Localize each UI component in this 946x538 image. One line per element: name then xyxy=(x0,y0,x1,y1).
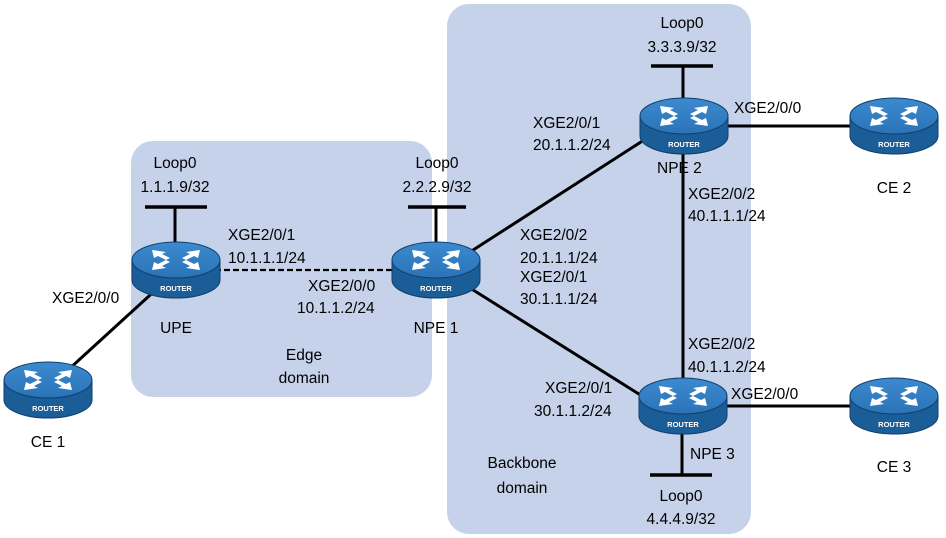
ip-npe3-npe2: 40.1.1.2/24 xyxy=(688,359,766,376)
backbone-domain-area xyxy=(447,4,751,534)
device-label-ce3: CE 3 xyxy=(876,459,912,476)
router-npe3[interactable]: ROUTER xyxy=(637,372,729,440)
loop-name-npe3: Loop0 xyxy=(659,488,703,505)
router-icon: ROUTER xyxy=(639,97,729,155)
link-npe1-npe3 xyxy=(469,286,643,398)
router-badge-text: ROUTER xyxy=(667,420,699,429)
router-ce1[interactable]: ROUTER xyxy=(2,356,94,424)
loop-ip-npe3: 4.4.4.9/32 xyxy=(646,511,716,528)
if-npe2-ce2: XGE2/0/0 xyxy=(734,100,802,117)
link-npe1-npe2 xyxy=(469,138,645,254)
if-npe3-ce3: XGE2/0/0 xyxy=(731,386,799,403)
backbone-domain-label-2: domain xyxy=(496,480,548,497)
ip-npe1-npe2: 20.1.1.1/24 xyxy=(520,250,598,267)
router-badge-text: ROUTER xyxy=(32,404,64,413)
ip-npe2-npe1: 20.1.1.2/24 xyxy=(533,137,611,154)
ip-npe2-npe3: 40.1.1.1/24 xyxy=(688,208,766,225)
router-badge-text: ROUTER xyxy=(878,420,910,429)
backbone-domain-label-1: Backbone xyxy=(487,455,557,472)
loop-name-npe2: Loop0 xyxy=(660,15,704,32)
loop-name-npe1: Loop0 xyxy=(415,155,459,172)
loop-ip-upe: 1.1.1.9/32 xyxy=(140,179,210,196)
if-npe3-npe2: XGE2/0/2 xyxy=(688,336,756,353)
router-badge-text: ROUTER xyxy=(420,284,452,293)
if-npe2-npe1: XGE2/0/1 xyxy=(533,115,601,132)
loop-ip-npe1: 2.2.2.9/32 xyxy=(402,179,472,196)
device-label-ce1: CE 1 xyxy=(30,434,66,451)
if-npe1-upe: XGE2/0/0 xyxy=(308,278,376,295)
router-icon: ROUTER xyxy=(131,241,221,299)
router-ce2[interactable]: ROUTER xyxy=(848,92,940,160)
ip-npe1-upe: 10.1.1.2/24 xyxy=(297,300,375,317)
router-upe[interactable]: ROUTER xyxy=(130,236,222,304)
router-npe1[interactable]: ROUTER xyxy=(390,236,482,304)
device-label-npe2: NPE 2 xyxy=(657,160,702,177)
device-label-ce2: CE 2 xyxy=(876,180,912,197)
ip-npe3-npe1: 30.1.1.2/24 xyxy=(534,403,612,420)
if-npe2-npe3: XGE2/0/2 xyxy=(688,186,756,203)
if-npe1-npe3: XGE2/0/1 xyxy=(520,269,588,286)
router-npe2[interactable]: ROUTER xyxy=(638,92,730,160)
router-badge-text: ROUTER xyxy=(668,140,700,149)
router-icon: ROUTER xyxy=(849,97,939,155)
router-icon: ROUTER xyxy=(3,361,93,419)
router-badge-text: ROUTER xyxy=(160,284,192,293)
if-upe-npe1: XGE2/0/1 xyxy=(228,227,296,244)
device-label-upe: UPE xyxy=(160,320,192,337)
loop-name-upe: Loop0 xyxy=(153,155,197,172)
if-upe-ce1: XGE2/0/0 xyxy=(52,290,120,307)
ip-npe1-npe3: 30.1.1.1/24 xyxy=(520,291,598,308)
loop-ip-npe2: 3.3.3.9/32 xyxy=(647,39,717,56)
edge-domain-label-2: domain xyxy=(278,370,330,387)
router-badge-text: ROUTER xyxy=(878,140,910,149)
edge-domain-label-1: Edge xyxy=(285,347,323,364)
router-icon: ROUTER xyxy=(638,377,728,435)
router-ce3[interactable]: ROUTER xyxy=(848,372,940,440)
device-label-npe3: NPE 3 xyxy=(690,446,735,463)
router-icon: ROUTER xyxy=(849,377,939,435)
if-npe3-npe1: XGE2/0/1 xyxy=(545,380,613,397)
device-label-npe1: NPE 1 xyxy=(413,320,459,337)
router-icon: ROUTER xyxy=(391,241,481,299)
ip-upe-npe1: 10.1.1.1/24 xyxy=(228,250,306,267)
if-npe1-npe2: XGE2/0/2 xyxy=(520,227,588,244)
link-ce1-upe xyxy=(66,284,162,372)
